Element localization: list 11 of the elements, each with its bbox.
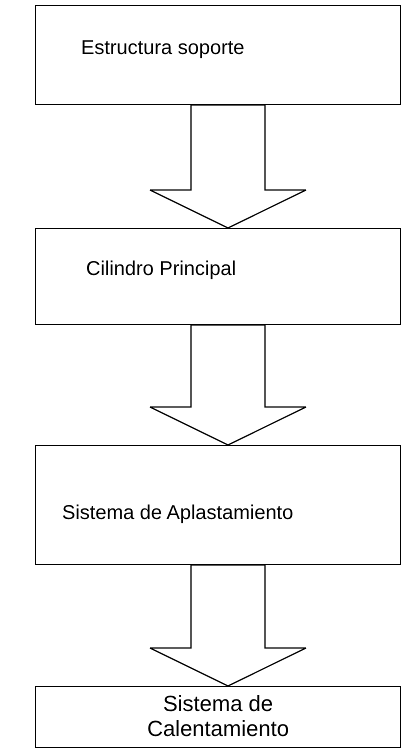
block-arrow (149, 564, 307, 687)
process-box (35, 686, 401, 748)
process-box (35, 5, 401, 105)
box-label: Sistema de Calentamiento (146, 691, 290, 742)
process-box (35, 228, 401, 325)
block-arrow (149, 104, 307, 229)
box-label: Cilindro Principal (86, 257, 236, 281)
box-label: Estructura soporte (81, 36, 244, 60)
block-arrow (149, 324, 307, 446)
process-box (35, 445, 401, 565)
box-label: Sistema de Aplastamiento (62, 501, 294, 525)
